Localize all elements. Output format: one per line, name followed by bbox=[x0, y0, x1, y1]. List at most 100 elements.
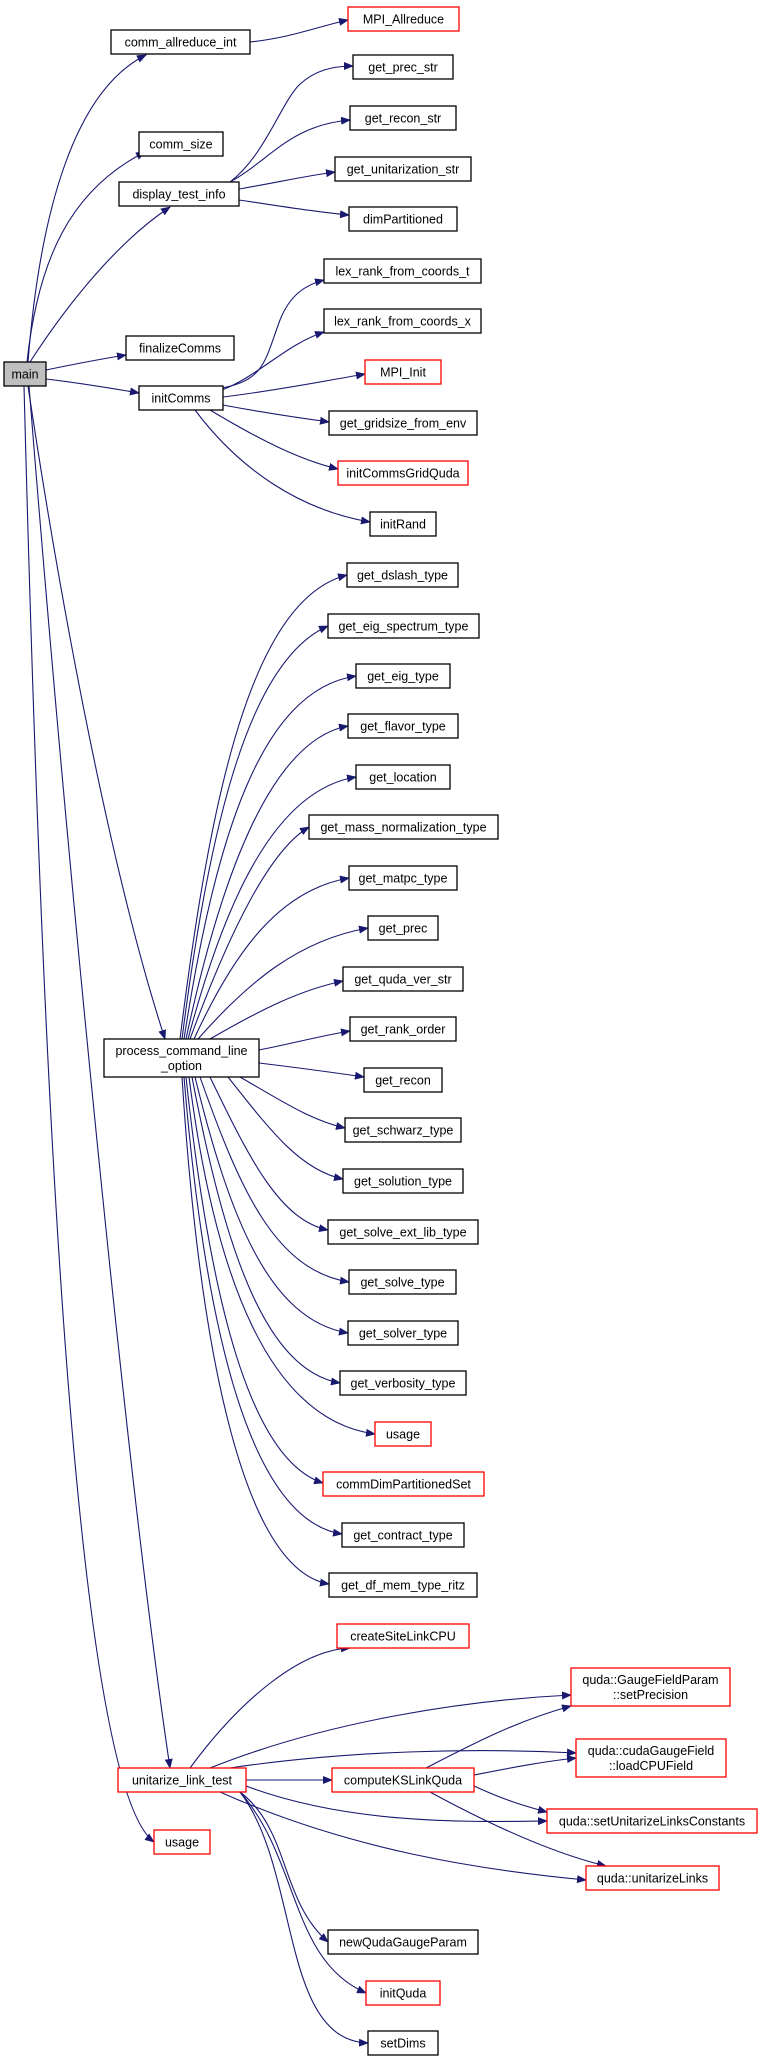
call-edge bbox=[181, 1076, 330, 1587]
node-initcommsgridquda[interactable]: initCommsGridQuda bbox=[337, 460, 469, 486]
call-edge bbox=[187, 774, 357, 1040]
call-edge bbox=[27, 54, 147, 363]
edge-layer bbox=[23, 17, 607, 2047]
node-get-dslash-type[interactable]: get_dslash_type bbox=[346, 562, 459, 588]
node-get-eig-spectrum-type[interactable]: get_eig_spectrum_type bbox=[327, 613, 480, 639]
node-get-df-mem-type-ritz[interactable]: get_df_mem_type_ritz bbox=[328, 1572, 478, 1598]
node-get-solution-type[interactable]: get_solution_type bbox=[342, 1168, 464, 1194]
node-label: get_prec bbox=[379, 922, 428, 936]
node-display-test-info[interactable]: display_test_info bbox=[118, 181, 240, 207]
node-main[interactable]: main bbox=[3, 361, 47, 387]
call-edge bbox=[45, 352, 127, 371]
node-get-solve-type[interactable]: get_solve_type bbox=[348, 1269, 457, 1295]
call-edge bbox=[209, 1076, 329, 1233]
call-edge bbox=[23, 385, 155, 1843]
node-comm-size[interactable]: comm_size bbox=[138, 131, 224, 157]
call-edge bbox=[239, 1791, 367, 1994]
call-edge bbox=[185, 723, 349, 1040]
node-label: initCommsGridQuda bbox=[346, 467, 459, 481]
call-edge bbox=[238, 199, 350, 219]
call-edge bbox=[239, 1791, 329, 1943]
node-finalizecomms[interactable]: finalizeComms bbox=[125, 335, 235, 361]
node-box bbox=[339, 1370, 467, 1396]
node-label: comm_size bbox=[149, 138, 212, 152]
node-label: get_contract_type bbox=[353, 1529, 452, 1543]
node-process-command-line-option[interactable]: process_command_line_option bbox=[103, 1038, 260, 1078]
node-get-unitarization-str[interactable]: get_unitarization_str bbox=[334, 156, 472, 182]
node-get-eig-type[interactable]: get_eig_type bbox=[355, 663, 451, 689]
node-initquda[interactable]: initQuda bbox=[365, 1980, 441, 2006]
node-box bbox=[118, 181, 240, 207]
node-get-recon-str[interactable]: get_recon_str bbox=[349, 105, 457, 131]
node-box bbox=[327, 1929, 479, 1955]
node-get-flavor-type[interactable]: get_flavor_type bbox=[347, 713, 459, 739]
node-label: get_flavor_type bbox=[360, 720, 446, 734]
call-edge bbox=[239, 1791, 369, 2047]
node-get-prec[interactable]: get_prec bbox=[367, 915, 439, 941]
node-setunitarizelinksconstants[interactable]: quda::setUnitarizeLinksConstants bbox=[546, 1808, 758, 1834]
call-edge bbox=[209, 978, 344, 1040]
node-get-mass-normalization-type[interactable]: get_mass_normalization_type bbox=[308, 814, 499, 840]
node-mpi-allreduce[interactable]: MPI_Allreduce bbox=[347, 6, 460, 32]
node-get-quda-ver-str[interactable]: get_quda_ver_str bbox=[342, 966, 464, 992]
call-edge bbox=[29, 206, 171, 363]
node-box bbox=[349, 1016, 457, 1042]
node-label: get_solve_ext_lib_type bbox=[339, 1226, 466, 1240]
node-box bbox=[327, 1219, 479, 1245]
call-edge bbox=[191, 1076, 341, 1386]
node-cudagaugefield-loadcpufield[interactable]: quda::cudaGaugeField::loadCPUField bbox=[575, 1738, 727, 1778]
node-initcomms[interactable]: initComms bbox=[138, 385, 224, 411]
node-get-schwarz-type[interactable]: get_schwarz_type bbox=[344, 1117, 462, 1143]
node-label: main bbox=[11, 368, 38, 382]
node-dimpartitioned[interactable]: dimPartitioned bbox=[348, 206, 458, 232]
node-box bbox=[347, 6, 460, 32]
node-label: quda::cudaGaugeField bbox=[588, 1744, 715, 1758]
node-createsitelinkcpu[interactable]: createSiteLinkCPU bbox=[336, 1623, 470, 1649]
call-edge bbox=[258, 1028, 351, 1051]
node-box bbox=[138, 131, 224, 157]
node-computekslinkquda[interactable]: computeKSLinkQuda bbox=[331, 1767, 475, 1793]
node-initrand[interactable]: initRand bbox=[369, 511, 437, 537]
node-get-recon[interactable]: get_recon bbox=[363, 1067, 443, 1093]
node-box bbox=[336, 1623, 470, 1649]
node-get-prec-str[interactable]: get_prec_str bbox=[352, 54, 454, 80]
node-lex-rank-from-coords-t[interactable]: lex_rank_from_coords_t bbox=[323, 258, 482, 284]
node-gaugefieldparam-setprecision[interactable]: quda::GaugeFieldParam::setPrecision bbox=[570, 1667, 731, 1707]
node-commdimpartitionedset[interactable]: commDimPartitionedSet bbox=[322, 1471, 485, 1497]
node-get-solver-type[interactable]: get_solver_type bbox=[347, 1320, 459, 1346]
node-mpi-init[interactable]: MPI_Init bbox=[364, 359, 442, 385]
node-lex-rank-from-coords-x[interactable]: lex_rank_from_coords_x bbox=[323, 308, 482, 334]
call-edge bbox=[181, 625, 329, 1040]
node-setdims[interactable]: setDims bbox=[367, 2030, 439, 2056]
call-edge bbox=[26, 151, 146, 363]
node-comm-allreduce-int[interactable]: comm_allreduce_int bbox=[110, 29, 251, 55]
node-label: usage bbox=[386, 1428, 420, 1442]
node-label: newQudaGaugeParam bbox=[339, 1936, 467, 1950]
call-edge bbox=[239, 1076, 346, 1130]
node-newqudagaugeparam[interactable]: newQudaGaugeParam bbox=[327, 1929, 479, 1955]
node-usage-a[interactable]: usage bbox=[374, 1421, 432, 1447]
node-get-contract-type[interactable]: get_contract_type bbox=[341, 1522, 465, 1548]
node-box bbox=[337, 460, 469, 486]
node-get-solve-ext-lib-type[interactable]: get_solve_ext_lib_type bbox=[327, 1219, 479, 1245]
node-box bbox=[347, 713, 459, 739]
node-usage-b[interactable]: usage bbox=[153, 1829, 211, 1855]
node-box bbox=[138, 385, 224, 411]
call-edge bbox=[429, 1791, 607, 1868]
node-label: MPI_Allreduce bbox=[363, 13, 444, 27]
node-box bbox=[323, 308, 482, 334]
node-box bbox=[364, 359, 442, 385]
node-get-verbosity-type[interactable]: get_verbosity_type bbox=[339, 1370, 467, 1396]
node-box bbox=[117, 1767, 247, 1793]
node-label: ::setPrecision bbox=[613, 1688, 688, 1702]
node-get-matpc-type[interactable]: get_matpc_type bbox=[348, 865, 458, 891]
call-edge bbox=[189, 826, 310, 1040]
node-get-rank-order[interactable]: get_rank_order bbox=[349, 1016, 457, 1042]
node-unitarize-link-test[interactable]: unitarize_link_test bbox=[117, 1767, 247, 1793]
node-get-gridsize-from-env[interactable]: get_gridsize_from_env bbox=[328, 410, 478, 436]
node-get-location[interactable]: get_location bbox=[355, 764, 451, 790]
node-layer: main comm_allreduce_int MPI_Allreduce comm_… bbox=[3, 6, 758, 2056]
node-label: get_schwarz_type bbox=[353, 1124, 454, 1138]
call-edge bbox=[227, 1076, 344, 1182]
node-unitarizelinks[interactable]: quda::unitarizeLinks bbox=[585, 1865, 720, 1891]
